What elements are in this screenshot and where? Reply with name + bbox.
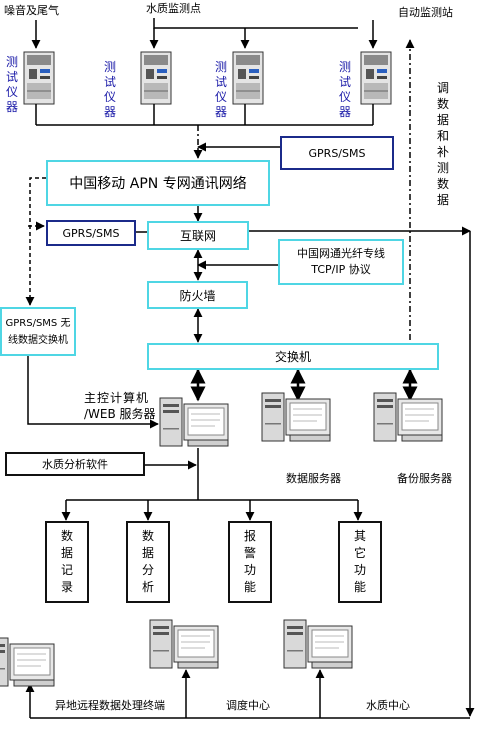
bottom-bus (25, 669, 470, 719)
input-arrows (31, 18, 378, 49)
internet-label: 互联网 (179, 229, 216, 243)
side-note: 调数据和补测数据 (436, 81, 449, 207)
remote-terminal-computer (0, 637, 55, 687)
remote-terminal-label: 异地远程数据处理终端 (55, 699, 165, 712)
switch-server-links (190, 368, 418, 402)
wireless-switch-box: GPRS/SMS 无 线数据交换机 (0, 307, 76, 356)
gprs-top-label: GPRS/SMS (308, 146, 366, 160)
water-software-box: 水质分析软件 (5, 452, 145, 476)
water-center-label: 水质中心 (366, 699, 410, 712)
function-label: 报警功能 (243, 529, 256, 594)
backup-server-computer (373, 392, 443, 442)
wireless-host-link (27, 356, 159, 429)
instrument-label: 测试仪器 (338, 60, 351, 119)
instrument-label: 测试仪器 (5, 55, 18, 114)
auto-station-label: 自动监测站 (398, 6, 453, 19)
wireless-label-line1: GPRS/SMS 无 (5, 317, 71, 329)
main-host-label-line2: /WEB 服务器 (84, 407, 156, 421)
switch-label: 交换机 (274, 350, 311, 364)
function-other: 其它功能 (338, 521, 382, 603)
fiber-label-line2: TCP/IP 协议 (311, 263, 371, 276)
instrument-device (23, 51, 392, 105)
water-points-label: 水质监测点 (146, 2, 201, 15)
instrument-label: 测试仪器 (103, 60, 116, 119)
function-label: 数据记录 (60, 529, 73, 594)
gprs-top-box: GPRS/SMS (280, 136, 394, 170)
gprs-left-label: GPRS/SMS (62, 226, 120, 240)
apn-wireless-link (25, 177, 46, 306)
noise-label: 噪音及尾气 (4, 4, 59, 17)
data-server-computer (261, 392, 331, 442)
fiber-box: 中国网通光纤专线 TCP/IP 协议 (278, 239, 404, 285)
function-data-analysis: 数据分析 (126, 521, 170, 603)
firewall-label: 防火墙 (179, 288, 216, 303)
main-host-label-line1: 主控计算机 (84, 391, 150, 405)
switch-box: 交换机 (147, 343, 439, 370)
water-center-computer (283, 619, 353, 669)
wireless-label-line2: 线数据交换机 (8, 334, 68, 346)
instrument-bus (35, 104, 374, 159)
dispatch-center-label: 调度中心 (226, 699, 270, 712)
apn-network-box: 中国移动 APN 专网通讯网络 (46, 160, 270, 206)
instrument-label: 测试仪器 (214, 60, 227, 119)
function-alarm: 报警功能 (228, 521, 272, 603)
function-data-record: 数据记录 (45, 521, 89, 603)
gprs-left-box: GPRS/SMS (46, 220, 136, 246)
dispatch-center-computer (149, 619, 219, 669)
function-label: 其它功能 (353, 529, 366, 594)
internet-box: 互联网 (147, 221, 249, 250)
function-label: 数据分析 (141, 529, 154, 594)
function-tree (61, 448, 363, 521)
water-software-label: 水质分析软件 (42, 458, 108, 471)
data-server-label: 数据服务器 (286, 472, 341, 485)
fiber-label-line1: 中国网通光纤专线 (297, 247, 385, 260)
apn-label: 中国移动 APN 专网通讯网络 (69, 176, 247, 192)
main-host-computer (159, 397, 229, 447)
firewall-box: 防火墙 (147, 281, 248, 309)
backup-server-label: 备份服务器 (397, 472, 452, 485)
